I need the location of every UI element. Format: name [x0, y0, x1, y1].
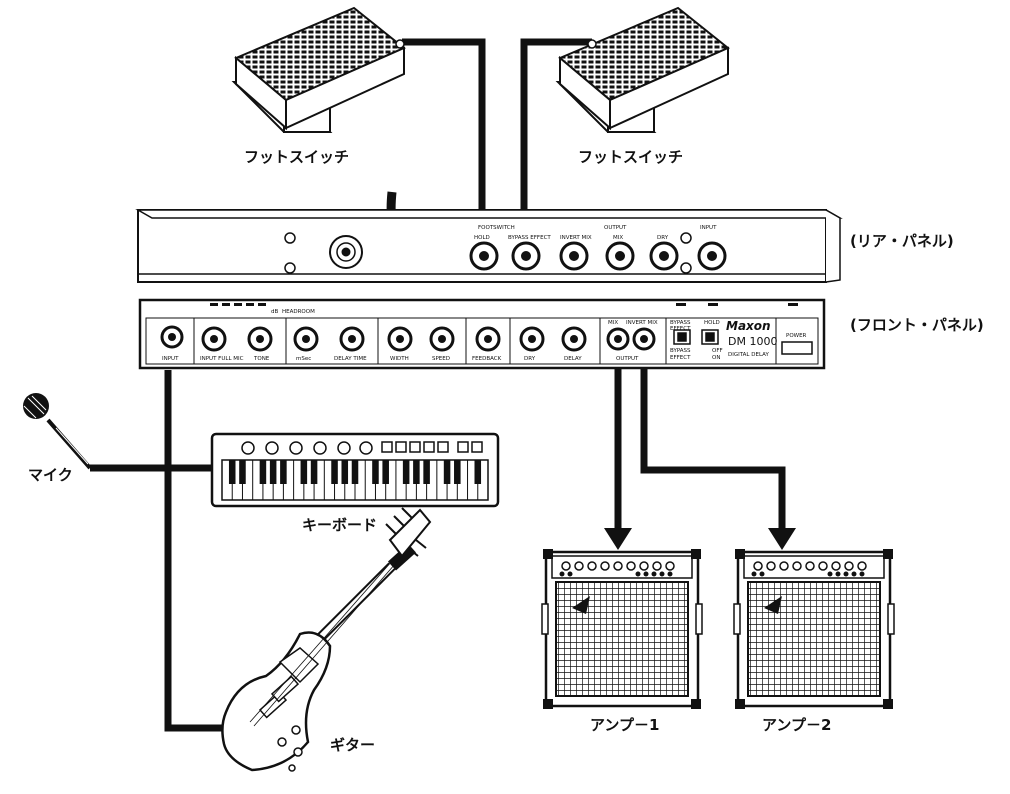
- brand-logo: Maxon: [726, 319, 771, 333]
- front-bypass-top-text: BYPASS: [670, 320, 691, 326]
- model-subtitle: DIGITAL DELAY: [728, 352, 769, 358]
- front-panel: dB HEADROOM: [138, 298, 826, 370]
- power-connector: [329, 235, 363, 269]
- front-speed-text: SPEED: [432, 356, 450, 362]
- black-key: [382, 460, 389, 484]
- front-output-text: OUTPUT: [616, 356, 639, 362]
- front-delay-time-text: DELAY TIME: [334, 356, 367, 362]
- amp2-label: アンプ－2: [762, 716, 832, 734]
- rear-output-text: OUTPUT: [604, 225, 627, 231]
- rear-bypass-effect-text: BYPASS EFFECT: [508, 235, 551, 241]
- black-key: [300, 460, 308, 484]
- guitar: [221, 507, 432, 772]
- black-key: [402, 460, 410, 484]
- footswitch-right: [555, 6, 730, 133]
- amp-2: [733, 549, 895, 709]
- black-key: [310, 460, 318, 484]
- front-panel-label: (フロント・パネル): [850, 316, 984, 334]
- front-mix-text: MIX: [608, 320, 618, 326]
- black-key: [454, 460, 461, 484]
- black-key: [423, 460, 430, 484]
- front-hold-text: HOLD: [704, 320, 720, 326]
- front-bypass-text: BYPASS: [670, 348, 691, 354]
- rear-panel: FOOTSWITCH HOLD BYPASS EFFECT OUTPUT INV…: [135, 209, 843, 283]
- black-key: [331, 460, 338, 484]
- front-feedback-text: FEEDBACK: [472, 356, 502, 362]
- bypass-switch: [673, 329, 719, 345]
- footswitch-right-label: フットスイッチ: [578, 148, 684, 166]
- black-key: [228, 460, 236, 484]
- front-input-jack: [160, 325, 184, 349]
- black-key: [474, 460, 482, 484]
- front-on-text: ON: [712, 355, 720, 361]
- arrow-amp1: [604, 528, 632, 550]
- front-input-text: INPUT: [162, 356, 179, 362]
- cable-footswitch-right: [520, 38, 592, 238]
- black-key: [280, 460, 287, 484]
- black-key: [269, 460, 277, 484]
- black-key: [372, 460, 379, 484]
- black-key: [341, 460, 349, 484]
- cable-footswitch-left: [402, 38, 486, 238]
- rear-screws: [284, 232, 692, 274]
- front-width-text: WIDTH: [390, 356, 409, 362]
- black-key: [443, 460, 451, 484]
- footswitch-left-label: フットスイッチ: [244, 148, 350, 166]
- rear-invert-mix-text: INVERT MIX: [560, 235, 592, 241]
- footswitch-left: [231, 6, 406, 133]
- cable-guitar: [164, 370, 230, 732]
- front-invert-mix-text: INVERT MIX: [626, 320, 658, 326]
- keyboard-label: キーボード: [302, 516, 378, 534]
- front-msec-text: mSec: [296, 356, 311, 362]
- microphone: [23, 393, 92, 470]
- mic-label: マイク: [28, 466, 73, 484]
- front-effect-top-text: EFFECT: [670, 326, 691, 332]
- front-off-text: OFF: [712, 348, 723, 354]
- arrow-amp2: [768, 528, 796, 550]
- front-power-text: POWER: [786, 333, 807, 339]
- rear-hold-text: HOLD: [474, 235, 490, 241]
- cable-output-2: [640, 368, 786, 528]
- rear-footswitch-text: FOOTSWITCH: [478, 225, 515, 231]
- guitar-label: ギター: [330, 736, 376, 754]
- model-name: DM 1000: [728, 335, 777, 348]
- front-effect-text: EFFECT: [670, 355, 691, 361]
- black-key: [239, 460, 246, 484]
- db-text: dB: [271, 309, 278, 315]
- front-input-full-mic-text: INPUT FULL MIC: [200, 356, 244, 362]
- black-key: [259, 460, 267, 484]
- front-tone-text: TONE: [253, 356, 270, 362]
- arrowheads: [604, 528, 796, 550]
- rear-panel-label: (リア・パネル): [850, 232, 954, 250]
- rear-dry-text: DRY: [657, 235, 669, 241]
- headroom-leds: [210, 303, 798, 306]
- amp-1: [541, 549, 703, 709]
- black-key: [351, 460, 359, 484]
- amp1-label: アンプ－1: [590, 716, 660, 734]
- front-delay-text: DELAY: [564, 356, 582, 362]
- rear-jacks: [469, 241, 727, 271]
- rear-input-text: INPUT: [700, 225, 717, 231]
- keyboard: [210, 432, 500, 508]
- front-dry-text: DRY: [524, 356, 536, 362]
- headroom-text: HEADROOM: [282, 309, 315, 315]
- power-switch: [781, 341, 813, 355]
- black-key: [413, 460, 420, 484]
- front-output-jacks: [606, 327, 656, 351]
- rear-mix-text: MIX: [613, 235, 623, 241]
